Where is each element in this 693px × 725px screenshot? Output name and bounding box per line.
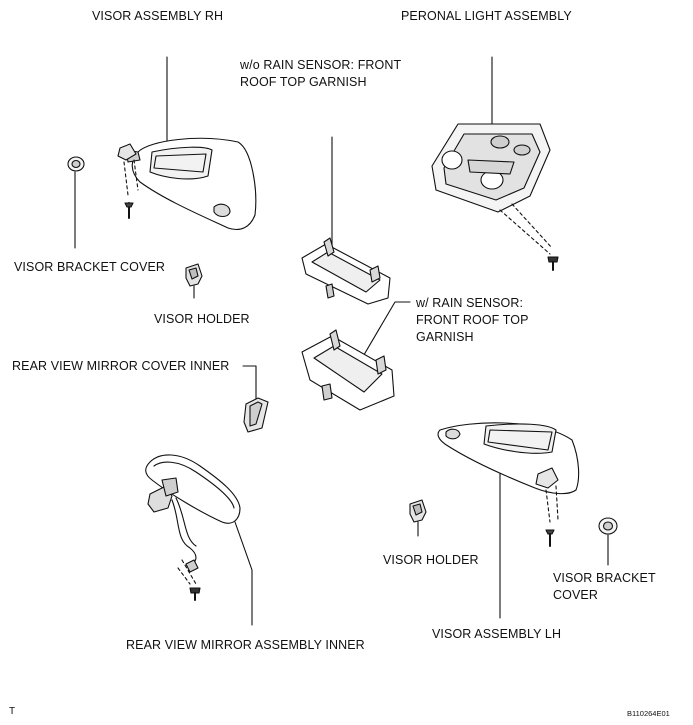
rear-view-mirror-cover-inner-part <box>244 398 268 432</box>
leader-w-rain-garnish <box>358 302 410 365</box>
leader-mirror-cover-inner <box>243 366 256 400</box>
label-wo-rain-sensor-garnish: w/o RAIN SENSOR: FRONT ROOF TOP GARNISH <box>240 58 402 89</box>
w-rain-sensor-garnish-part <box>302 330 394 410</box>
figure-code: B110264E01 <box>627 709 670 718</box>
label-visor-holder-left: VISOR HOLDER <box>154 312 250 326</box>
label-rear-view-mirror-cover-inner: REAR VIEW MIRROR COVER INNER <box>12 359 230 373</box>
label-visor-assembly-rh: VISOR ASSEMBLY RH <box>92 9 224 23</box>
label-rear-view-mirror-assembly-inner: REAR VIEW MIRROR ASSEMBLY INNER <box>126 638 365 652</box>
visor-bracket-cover-right-part <box>599 518 617 534</box>
wo-rain-sensor-garnish-part <box>302 238 390 304</box>
label-w-rain-sensor-garnish: w/ RAIN SENSOR: FRONT ROOF TOP GARNISH <box>416 296 529 344</box>
visor-holder-right-part <box>410 500 426 536</box>
label-visor-bracket-cover-right: VISOR BRACKET COVER <box>553 571 656 602</box>
visor-assembly-rh-part <box>118 138 256 229</box>
leader-mirror-assembly <box>235 522 252 570</box>
corner-code-left: T <box>9 706 16 717</box>
visor-holder-left-part <box>186 264 202 298</box>
visor-assembly-lh-part <box>438 423 579 546</box>
label-visor-bracket-cover-left: VISOR BRACKET COVER <box>14 260 166 274</box>
visor-bracket-cover-left-part <box>68 157 84 171</box>
rear-view-mirror-assembly-part <box>146 455 240 600</box>
label-visor-assembly-lh: VISOR ASSEMBLY LH <box>432 627 562 641</box>
personal-light-assembly-part <box>432 124 558 270</box>
label-visor-holder-right: VISOR HOLDER <box>383 553 479 567</box>
label-personal-light-assembly: PERONAL LIGHT ASSEMBLY <box>401 9 572 23</box>
